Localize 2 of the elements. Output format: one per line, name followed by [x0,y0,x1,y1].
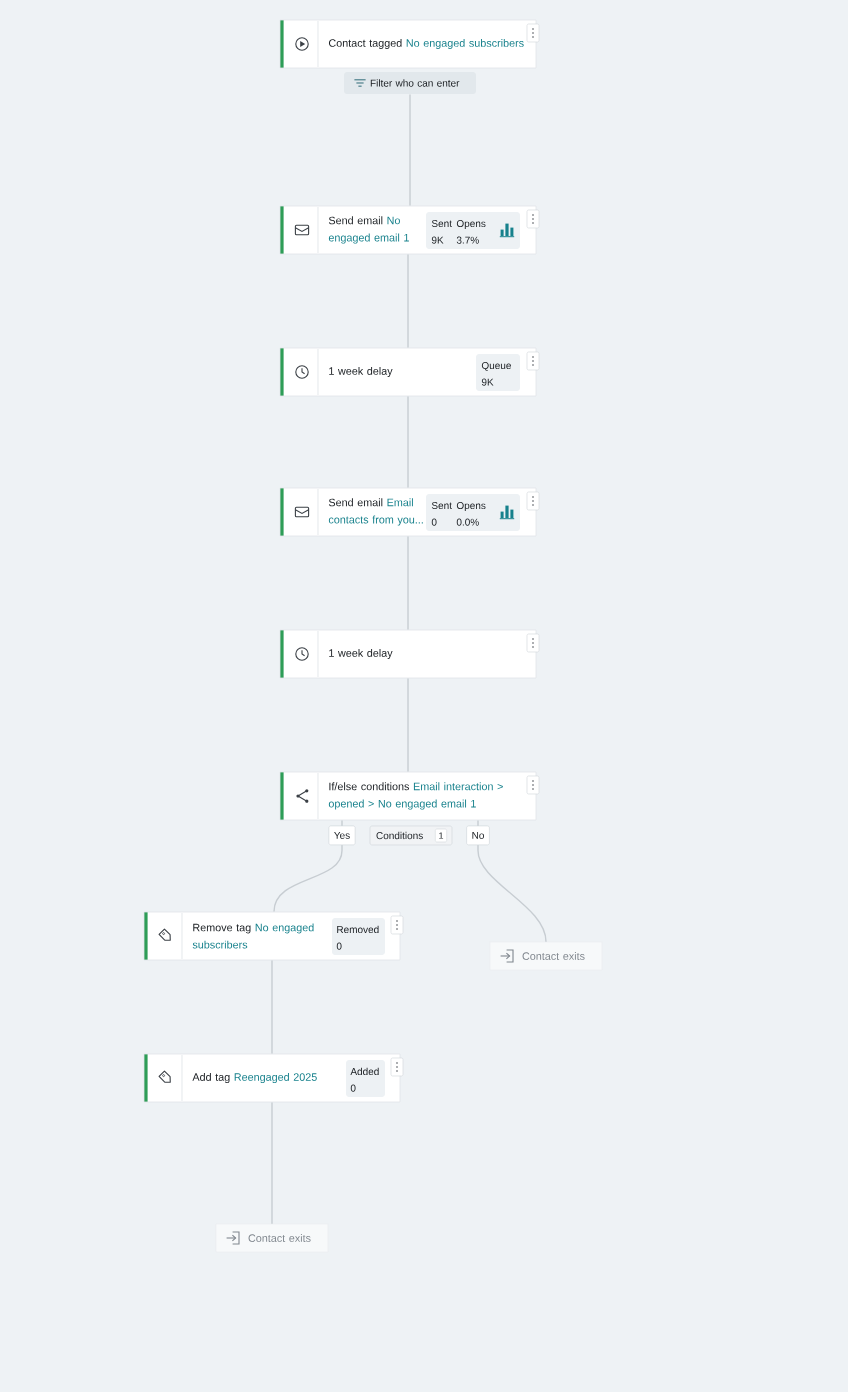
connector [477,819,547,943]
connector [273,819,343,913]
